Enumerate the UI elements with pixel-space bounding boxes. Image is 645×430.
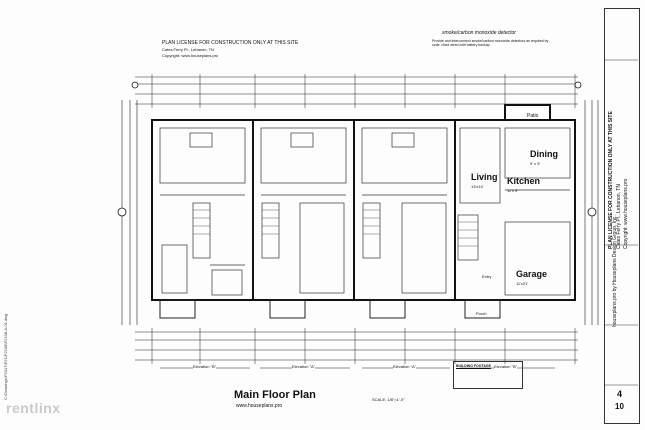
elevation-label-2: Elevation "A" [292, 364, 316, 369]
room-kitchen-dim: 11'x 9' [507, 188, 519, 193]
drawing-title: Main Floor Plan [234, 389, 316, 401]
room-dining: Dining 9' x 9' [530, 145, 558, 166]
room-living: Living 13'x14' [471, 168, 498, 189]
page-number: 4 [617, 389, 623, 399]
elevation-label-1: Elevation "B" [193, 364, 217, 369]
building-footage-legend: BUILDING FOOTAGE [453, 361, 523, 389]
legend-title: BUILDING FOOTAGE [456, 364, 491, 368]
license-line-1: PLAN LICENSE FOR CONSTRUCTION ONLY AT TH… [162, 40, 299, 46]
room-kitchen: Kitchen 11'x 9' [507, 172, 540, 193]
room-living-name: Living [471, 172, 498, 182]
title-block-copyright: Copyright: www.houseplans.pro [623, 178, 629, 249]
room-garage-name: Garage [516, 269, 548, 279]
room-patio: Patio [527, 113, 539, 119]
room-porch: Porch [476, 311, 487, 316]
room-dining-dim: 9' x 9' [530, 161, 541, 166]
room-dining-name: Dining [530, 149, 558, 159]
page-total: 10 [615, 402, 624, 411]
smoke-detector-title: smoke/carbon monoxide detector [442, 30, 516, 36]
title-block: PLAN LICENSE FOR CONSTRUCTION ONLY AT TH… [604, 8, 640, 424]
elevation-label-3: Elevation "A" [393, 364, 417, 369]
room-garage-dim: 11'x21' [516, 281, 529, 286]
elevation-label-4: Elevation "B" [494, 364, 518, 369]
rentlinx-watermark: rentlinx [6, 400, 61, 416]
room-living-dim: 13'x14' [471, 184, 484, 189]
room-entry: Entry [482, 274, 492, 279]
title-block-designer: houseplans.pro by Houseplans Design Grou… [612, 215, 618, 327]
room-kitchen-name: Kitchen [507, 176, 541, 186]
license-line-2: Cates Ferry Pl., Lebanon, TN [162, 47, 214, 52]
smoke-detector-note: Provide and interconnect smoke/carbon mo… [432, 39, 549, 48]
room-garage: Garage 11'x21' [516, 265, 547, 286]
drawing-file-path: C:\Drawings\P2017\P21\P2108\P2108-A-01.d… [3, 313, 8, 400]
drawing-url: www.houseplans.pro [236, 403, 283, 409]
drawing-scale: SCALE: 1/8"=1'-0" [372, 397, 405, 402]
license-line-3: Copyright: www.houseplans.pro [162, 53, 219, 58]
